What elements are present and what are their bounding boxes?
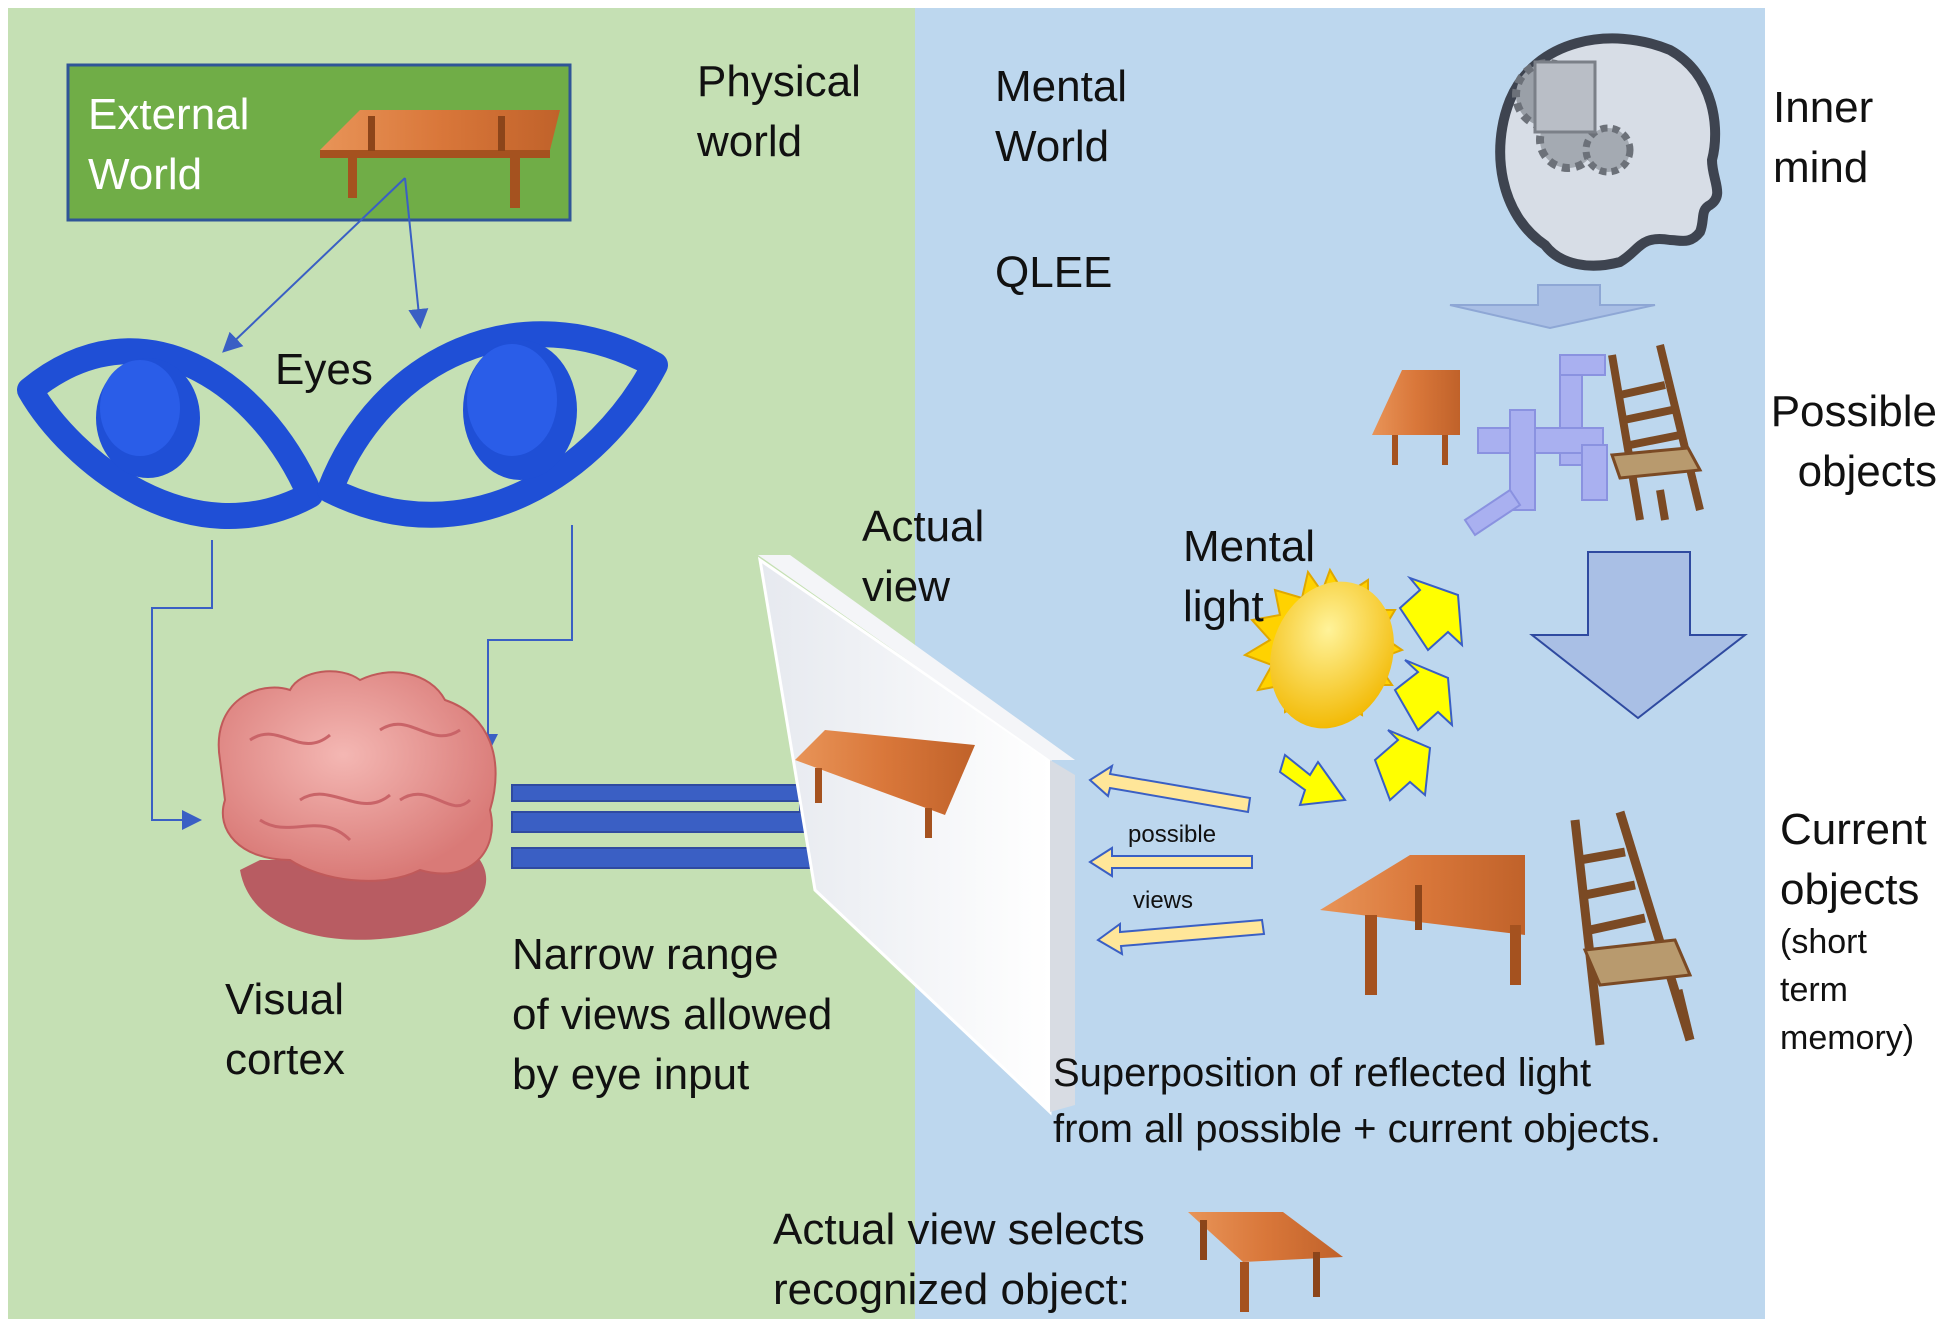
- views-label: views: [1133, 886, 1193, 916]
- actual-view-selects-label: Actual view selects recognized object:: [773, 1200, 1145, 1320]
- head-gears-icon: [1500, 38, 1717, 265]
- possible-objects-label: Possible objects: [1767, 382, 1937, 502]
- mental-light-label: Mental light: [1183, 517, 1315, 637]
- qlee-label: QLEE: [995, 243, 1112, 303]
- down-arrow-large: [1532, 552, 1745, 718]
- table-icon: [1372, 370, 1460, 465]
- possible-views-arrows: [1090, 766, 1264, 954]
- table-icon: [1320, 855, 1525, 995]
- abstract-blocks-icon: [1465, 355, 1607, 535]
- eye-icon: [330, 334, 655, 515]
- narrow-range-label: Narrow range of views allowed by eye inp…: [512, 925, 832, 1105]
- mental-world-label: Mental World: [995, 57, 1127, 177]
- brain-icon: [219, 671, 496, 939]
- external-world-label: External World: [88, 85, 249, 205]
- eyes-label: Eyes: [275, 340, 373, 400]
- actual-view-label: Actual view: [862, 497, 984, 617]
- superposition-label: Superposition of reflected light from al…: [1053, 1045, 1661, 1157]
- short-term-memory-label: (short term memory): [1780, 918, 1914, 1062]
- down-arrow-small: [1450, 285, 1655, 328]
- possible-label: possible: [1128, 820, 1216, 850]
- chair-icon: [1612, 345, 1700, 520]
- visual-cortex-label: Visual cortex: [225, 970, 345, 1090]
- physical-world-label: Physical world: [697, 52, 861, 172]
- current-objects-label: Current objects: [1780, 800, 1927, 920]
- table-icon: [1188, 1212, 1343, 1312]
- inner-mind-label: Inner mind: [1773, 78, 1873, 198]
- eye-icon: [30, 351, 310, 516]
- chair-icon: [1575, 812, 1690, 1045]
